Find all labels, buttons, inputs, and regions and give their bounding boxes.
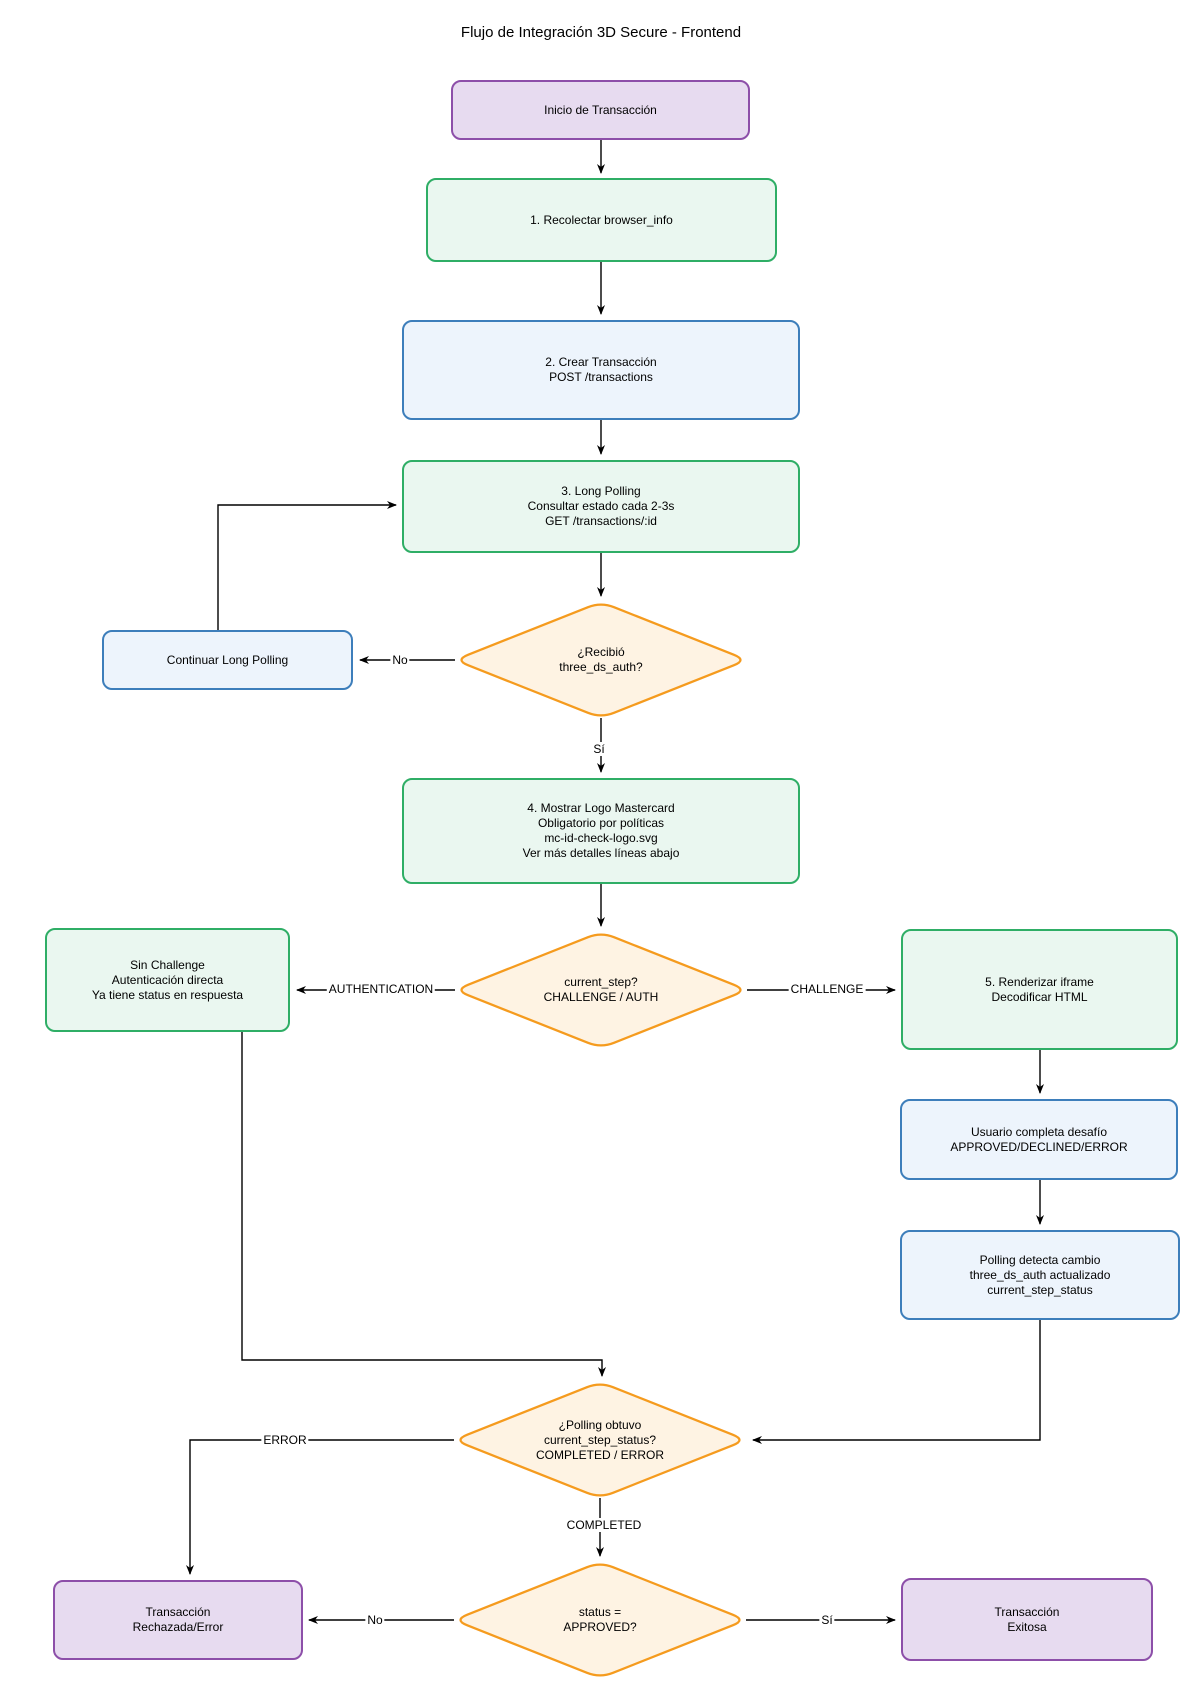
label-challenge: CHALLENGE [788,982,866,996]
node-usuario-completa-desafio: Usuario completa desafío APPROVED/DECLIN… [900,1099,1178,1180]
decision-polling-status: ¿Polling obtuvo current_step_status? COM… [535,1418,664,1462]
node-transaccion-rechazada: Transacción Rechazada/Error [53,1580,303,1660]
node-continuar-long-polling: Continuar Long Polling [102,630,353,690]
edge-continuar-loop-polling [217,501,397,630]
label-authentication: AUTHENTICATION [326,982,436,996]
edge-error-to-rechazada [186,1439,454,1575]
node-renderizar-iframe: 5. Renderizar iframe Decodificar HTML [901,929,1178,1050]
node-sin-challenge: Sin Challenge Autenticación directa Ya t… [45,928,290,1032]
node-inicio-transaccion: Inicio de Transacción [451,80,750,140]
node-transaccion-exitosa: Transacción Exitosa [901,1578,1153,1661]
diagram-title: Flujo de Integración 3D Secure - Fronten… [460,24,742,41]
label-completed: COMPLETED [564,1518,644,1532]
decision-current-step: current_step? CHALLENGE / AUTH [543,975,659,1004]
decision-status-approved: status = APPROVED? [563,1605,637,1634]
node-long-polling: 3. Long Polling Consultar estado cada 2-… [402,460,800,553]
label-no-approved: No [365,1613,385,1627]
label-no-recibio: No [390,653,410,667]
node-polling-detecta-cambio: Polling detecta cambio three_ds_auth act… [900,1230,1180,1320]
label-si-recibio: Sí [591,742,607,756]
label-si-approved: Sí [819,1613,835,1627]
edge-sinchallenge-to-pollingstatus [241,1032,606,1377]
node-recolectar-browser-info: 1. Recolectar browser_info [426,178,777,262]
node-crear-transaccion: 2. Crear Transacción POST /transactions [402,320,800,420]
label-error: ERROR [261,1433,309,1447]
decision-recibio-three-ds-auth: ¿Recibió three_ds_auth? [559,645,643,674]
edge-pollingdetecta-to-pollingstatus [752,1320,1041,1444]
node-mostrar-logo-mastercard: 4. Mostrar Logo Mastercard Obligatorio p… [402,778,800,884]
